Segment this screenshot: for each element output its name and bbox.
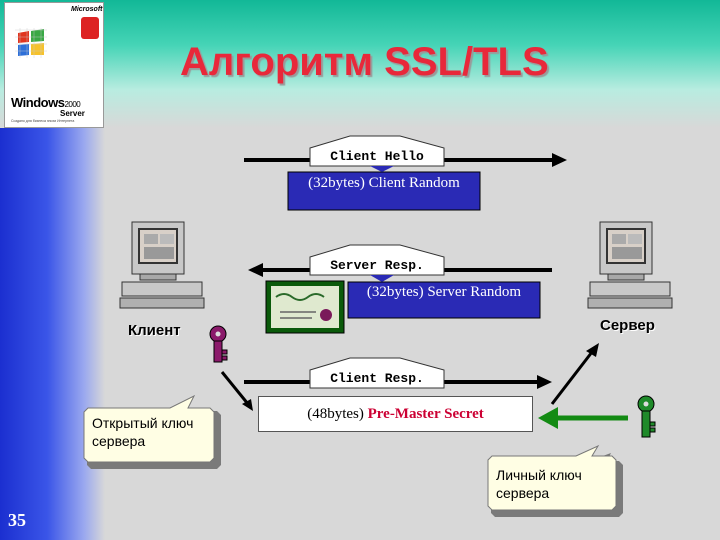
server-label: Сервер [600,317,655,334]
logo-tagline: Создано для бизнеса эпохи Интернета [11,119,75,123]
client-random-box [287,171,481,211]
client-resp-label: Client Resp. [330,371,424,386]
server-random-box [347,281,541,319]
server-resp-label: Server Resp. [330,258,424,273]
client-resp-envelope [309,357,445,389]
windows-flag-icon [15,28,47,58]
server-random-text: (32bytes) Server Random [366,284,522,300]
certificate-icon [265,280,345,334]
top-gradient-band [0,0,720,128]
client-label: Клиент [128,322,181,339]
logo-edition: Server [60,109,85,118]
server-computer-icon [587,221,673,309]
logo-brand: Microsoft [71,6,103,13]
pms-name: Pre-Master Secret [367,406,484,422]
private-key-callout [487,444,623,517]
green-arrow [538,407,628,429]
private-key-callout-text: Личный ключ сервера [496,467,582,501]
page-title: Алгоритм SSL/TLS [180,40,549,84]
public-key-callout-text: Открытый ключ сервера [92,415,194,449]
client-random-text: (32bytes) Client Random [308,175,460,191]
pms-size: (48bytes) [307,406,368,422]
client-hello-label: Client Hello [330,149,424,164]
page-number: 35 [8,510,26,530]
client-hello-envelope [309,135,445,167]
logo-product: Windows [11,95,65,110]
pre-master-secret-box: (48bytes) Pre-Master Secret [258,396,533,432]
logo-badge-icon [81,17,99,39]
windows-2000-logo: Microsoft Windows2000 Server Создано для… [4,2,104,128]
purple-key-icon [209,325,228,363]
logo-version: 2000 [64,100,81,109]
client-computer-icon [119,221,205,309]
public-key-callout [83,394,221,469]
green-key-icon [637,395,656,438]
server-resp-envelope [309,244,445,276]
